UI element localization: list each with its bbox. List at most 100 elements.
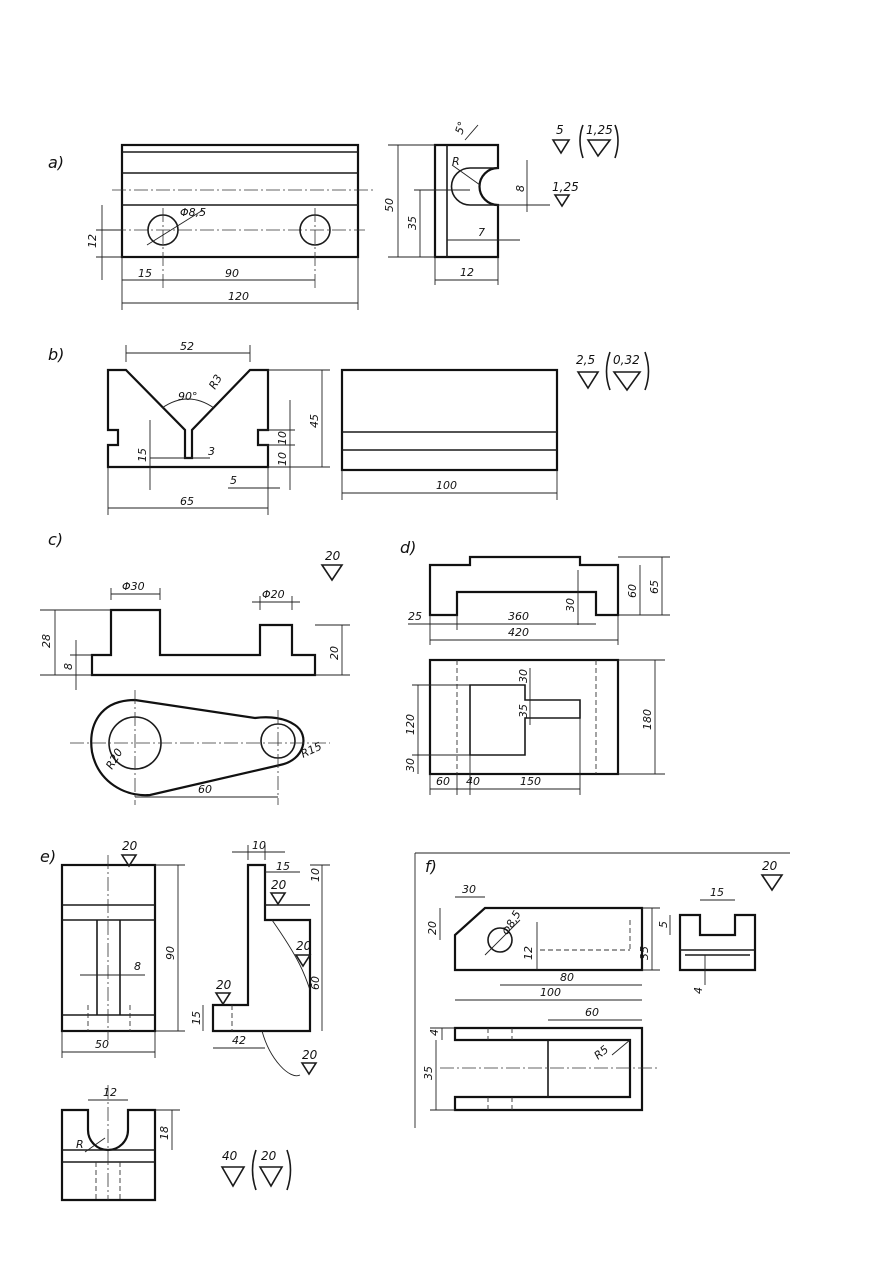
svg-text:20: 20: [762, 859, 778, 873]
part-e-dim-50: 50: [95, 1038, 109, 1051]
svg-text:1,25: 1,25: [586, 123, 613, 137]
part-d-dim-25: 25: [408, 610, 422, 623]
part-d-dim-120: 120: [404, 714, 417, 735]
part-f-dim-5: 5: [657, 921, 670, 928]
part-c-dim-8: 8: [62, 663, 75, 670]
part-e-dim-r: R: [76, 1138, 84, 1151]
part-f-dim-35a: 35: [638, 946, 651, 960]
part-f-dim-60: 60: [585, 1006, 599, 1019]
part-f-dim-30: 30: [462, 883, 476, 896]
part-d-front-outline: [428, 555, 620, 617]
part-e-dim-90: 90: [164, 946, 177, 960]
svg-text:1,25: 1,25: [552, 180, 579, 194]
part-f-dim-80: 80: [560, 971, 574, 984]
part-b-dim-15: 15: [136, 448, 149, 462]
part-f: f) 30 20 Φ8,5 12 80 100 35 15 5 4 20: [414, 852, 790, 1128]
part-a-roughness: 5 1,25 1,25: [551, 123, 619, 208]
part-a-dim-35: 35: [406, 216, 419, 230]
part-e-rough-face: 20: [296, 939, 312, 953]
part-a-dim-12b: 12: [460, 266, 474, 279]
part-b-dim-3: 3: [208, 445, 215, 458]
part-a-dim-hole: Φ8,5: [180, 206, 206, 219]
part-b: b) 52 90° R3 45 10 10 15 3 5 65 100: [48, 340, 650, 515]
part-d-dim-35: 35: [517, 704, 530, 718]
part-e-bottom-outline: [60, 1108, 157, 1202]
svg-text:5: 5: [556, 123, 564, 137]
part-c-label: c): [48, 530, 63, 549]
part-c-roughness: 20: [320, 549, 344, 582]
part-d-dim-65: 65: [648, 580, 661, 594]
part-d-dim-60: 60: [626, 584, 639, 598]
part-b-dim-10a: 10: [276, 431, 289, 445]
part-e-rough-step: 20: [271, 878, 287, 892]
part-b-dim-r3: R3: [206, 372, 225, 391]
part-e-front-outline: [60, 863, 157, 1033]
part-f-dim-12: 12: [522, 946, 535, 960]
part-f-roughness: 20: [760, 859, 784, 892]
part-a-front-outline: [120, 143, 360, 259]
part-f-dim-100: 100: [540, 986, 561, 999]
svg-text:20: 20: [325, 549, 341, 563]
part-d-dim-360: 360: [508, 610, 529, 623]
part-c-dim-28: 28: [40, 634, 53, 648]
part-e-rough-base: 20: [216, 978, 232, 992]
part-e-dim-8: 8: [134, 960, 141, 973]
part-f-front-outline: [453, 906, 644, 972]
part-b-dim-45: 45: [308, 414, 321, 428]
part-f-dim-4b: 4: [428, 1029, 441, 1036]
svg-text:20: 20: [261, 1149, 277, 1163]
part-f-dim-r5: R5: [592, 1043, 612, 1062]
part-f-dim-15: 15: [710, 886, 724, 899]
part-d-dim-40: 40: [466, 775, 480, 788]
part-a-label: a): [48, 153, 64, 172]
part-e-rough-corner: 20: [302, 1048, 318, 1062]
part-a-dim-angle: 5°: [453, 120, 469, 136]
part-d: d) 60 65 30 25 360 420 180 30 35 120: [400, 538, 670, 795]
part-f-dim-hole: Φ8,5: [499, 908, 523, 937]
part-b-dim-65: 65: [180, 495, 194, 508]
part-b-side-outline: [340, 368, 559, 472]
part-b-dim-5: 5: [230, 474, 237, 487]
part-e-rough-top: 20: [122, 839, 138, 853]
part-a-dim-7: 7: [478, 226, 485, 239]
part-c-dim-20: 20: [328, 646, 341, 660]
part-b-label: b): [48, 345, 64, 364]
part-c-front-outline: [90, 608, 317, 677]
part-c-dim-d30: Φ30: [122, 580, 145, 593]
part-a-dim-120: 120: [228, 290, 249, 303]
part-f-top-outline: [453, 1026, 644, 1112]
part-d-label: d): [400, 538, 416, 557]
part-d-dim-420: 420: [508, 626, 529, 639]
part-d-dim-180: 180: [641, 709, 654, 730]
part-f-label: f): [425, 857, 437, 876]
svg-text:0,32: 0,32: [613, 353, 640, 367]
part-a-dim-15: 15: [138, 267, 152, 280]
part-a-dim-r: R: [452, 155, 460, 168]
part-b-roughness: 2,5 0,32: [576, 351, 650, 392]
part-b-dim-10b: 10: [276, 452, 289, 466]
svg-text:2,5: 2,5: [576, 353, 595, 367]
part-b-vblock-outline: [106, 368, 270, 469]
part-f-dim-20: 20: [426, 921, 439, 935]
part-e-dim-60: 60: [309, 976, 322, 990]
part-b-dim-52: 52: [180, 340, 194, 353]
part-c-dim-60: 60: [198, 783, 212, 796]
part-e-side-outline: [211, 863, 312, 1033]
part-e-dim-18: 18: [158, 1126, 171, 1140]
part-a-dim-90: 90: [225, 267, 239, 280]
part-e-roughness: 40 20: [220, 1149, 292, 1191]
part-e-dim-10b: 10: [309, 868, 322, 882]
part-d-dim-60b: 60: [436, 775, 450, 788]
part-a-dim-8: 8: [514, 185, 527, 192]
part-f-hole: [487, 927, 513, 953]
part-c: c) Φ30 Φ20 28 8 20 R20 R15 60 20: [40, 530, 350, 805]
part-f-dim-35b: 35: [422, 1066, 435, 1080]
part-e-label: e): [40, 847, 56, 866]
part-c-top-outline: [90, 698, 305, 797]
part-c-dim-r20: R20: [103, 746, 125, 771]
part-f-side-outline: [678, 913, 757, 972]
part-d-dim-30c: 30: [404, 758, 417, 772]
part-d-dim-150: 150: [520, 775, 541, 788]
